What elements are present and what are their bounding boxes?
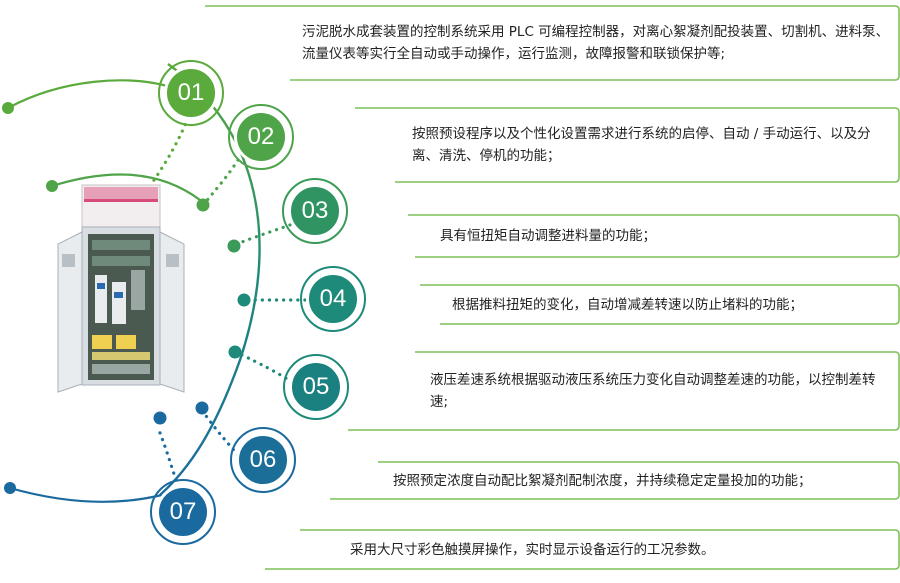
callout-06: 按照预定浓度自动配比絮凝剂配制浓度，并持续稳定定量投加的功能；	[393, 464, 890, 497]
node-dot	[46, 180, 58, 192]
callout-outline-04	[420, 284, 900, 325]
callout-outline-01	[205, 5, 900, 81]
badge-number: 01	[177, 79, 205, 106]
badge-ring-03	[282, 178, 348, 244]
node-dot	[4, 482, 16, 494]
node-dot	[227, 239, 241, 253]
callout-text: 按照预定浓度自动配比絮凝剂配制浓度，并持续稳定定量投加的功能；	[393, 472, 812, 489]
curve-line-top	[7, 79, 181, 109]
badge-number: 05	[302, 373, 330, 400]
badge-ring-05	[283, 354, 349, 420]
badge-06: 06	[236, 433, 290, 487]
curve-line-bottom	[9, 486, 163, 503]
badge-number: 03	[301, 197, 329, 224]
dotted-connector-06	[200, 408, 240, 457]
badge-04: 04	[306, 272, 360, 326]
node-dot	[195, 401, 209, 415]
badge-05: 05	[289, 360, 343, 414]
dotted-connector-07	[156, 426, 178, 482]
badge-07: 07	[156, 485, 210, 539]
dotted-connector-03	[232, 223, 292, 247]
callout-outline-06	[330, 461, 900, 500]
callout-text: 采用大尺寸彩色触摸屏操作，实时显示设备运行的工况参数。	[350, 541, 715, 558]
callout-text: 污泥脱水成套装置的控制系统采用 PLC 可编程控制器，对离心絮凝剂配投装置、切割…	[302, 24, 890, 62]
callout-outline-03	[408, 214, 900, 258]
node-dot	[2, 102, 14, 114]
node-dot	[237, 293, 251, 307]
dotted-connector-02	[203, 158, 240, 205]
callout-07: 采用大尺寸彩色触摸屏操作，实时显示设备运行的工况参数。	[350, 532, 890, 567]
node-dot	[228, 345, 242, 359]
callout-text: 具有恒扭矩自动调整进料量的功能；	[440, 228, 656, 244]
callout-01: 污泥脱水成套装置的控制系统采用 PLC 可编程控制器，对离心絮凝剂配投装置、切割…	[302, 10, 890, 76]
callout-02: 按照预设程序以及个性化设置需求进行系统的启停、自动 / 手动运行、以及分离、清洗…	[412, 112, 890, 178]
callout-outline-05	[348, 351, 900, 431]
callout-04: 根据推料扭矩的变化，自动增减差转速以防止堵料的功能；	[452, 287, 890, 322]
badge-03: 03	[288, 184, 342, 238]
badge-number: 06	[249, 446, 277, 473]
badge-number: 02	[247, 123, 275, 150]
badge-number: 04	[319, 285, 347, 312]
main-arc	[159, 63, 261, 496]
callout-text: 液压差速系统根据驱动液压系统压力变化自动调整差速的功能，以控制差转速;	[430, 372, 876, 410]
badge-ring-04	[300, 266, 366, 332]
badge-ring-01	[158, 60, 224, 126]
node-dot	[153, 411, 167, 425]
callout-outline-07	[265, 529, 900, 570]
callout-03: 具有恒扭矩自动调整进料量的功能；	[440, 217, 890, 255]
badge-ring-02	[228, 104, 294, 170]
curve-line-middle	[51, 173, 201, 201]
callout-05: 液压差速系统根据驱动液压系统压力变化自动调整差速的功能，以控制差转速;	[430, 356, 892, 426]
badge-ring-06	[230, 427, 296, 493]
badge-01: 01	[164, 66, 218, 120]
callout-outline-02	[355, 107, 900, 183]
badge-ring-07	[150, 479, 216, 545]
callout-text: 按照预设程序以及个性化设置需求进行系统的启停、自动 / 手动运行、以及分离、清洗…	[412, 126, 871, 164]
badge-02: 02	[234, 110, 288, 164]
badge-number: 07	[169, 498, 197, 525]
control-cabinet-image	[57, 184, 185, 393]
node-dot	[196, 198, 210, 212]
callout-text: 根据推料扭矩的变化，自动增减差转速以防止堵料的功能；	[452, 296, 803, 313]
